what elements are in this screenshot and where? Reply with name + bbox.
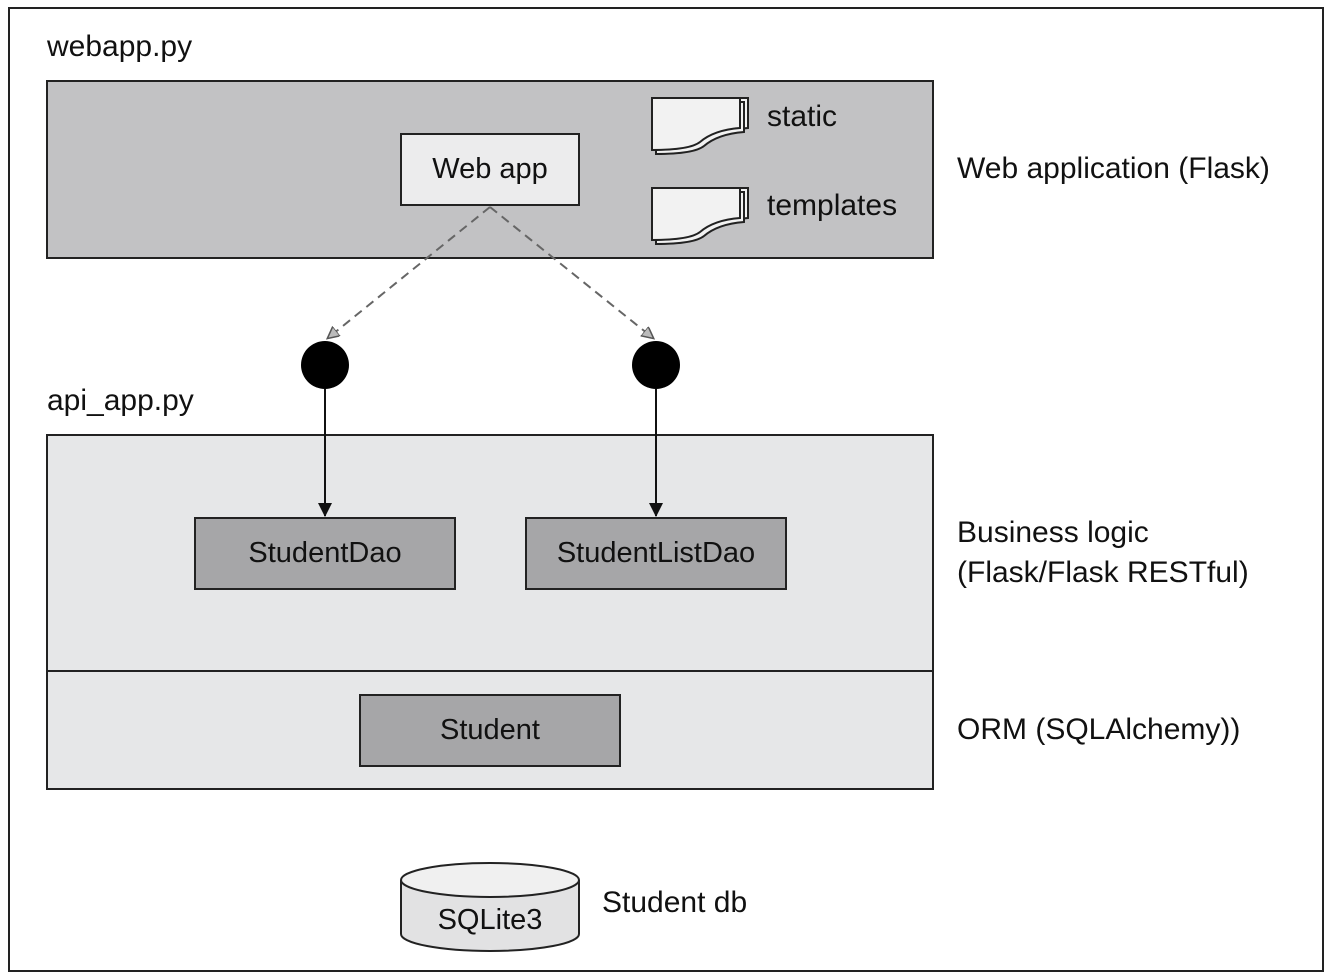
business-logic-description-line1: Business logic — [957, 516, 1149, 549]
business-logic-description-line2: (Flask/Flask RESTful) — [957, 556, 1249, 589]
student-orm-box: Student — [359, 694, 621, 767]
static-folder-icon — [651, 97, 749, 156]
database-label: Student db — [602, 886, 748, 919]
dashed-arrow-to-studentdao — [328, 206, 491, 338]
student-list-dao-box: StudentListDao — [525, 517, 787, 590]
interface-dot-right — [632, 341, 680, 389]
webapp-file-label: webapp.py — [47, 30, 193, 63]
static-folder-label: static — [767, 100, 838, 133]
student-dao-box: StudentDao — [194, 517, 456, 590]
templates-folder-label: templates — [767, 189, 898, 222]
database-name: SQLite3 — [437, 904, 543, 936]
templates-folder-icon — [651, 187, 749, 246]
dashed-arrow-to-studentlistdao — [489, 206, 653, 338]
interface-dot-left — [301, 341, 349, 389]
database-cylinder-icon — [400, 862, 580, 952]
web-layer-description: Web application (Flask) — [957, 152, 1270, 185]
diagram-frame — [8, 7, 1324, 972]
web-app-box: Web app — [400, 133, 580, 206]
api-file-label: api_app.py — [47, 384, 194, 417]
orm-layer-description: ORM (SQLAlchemy)) — [957, 713, 1241, 746]
